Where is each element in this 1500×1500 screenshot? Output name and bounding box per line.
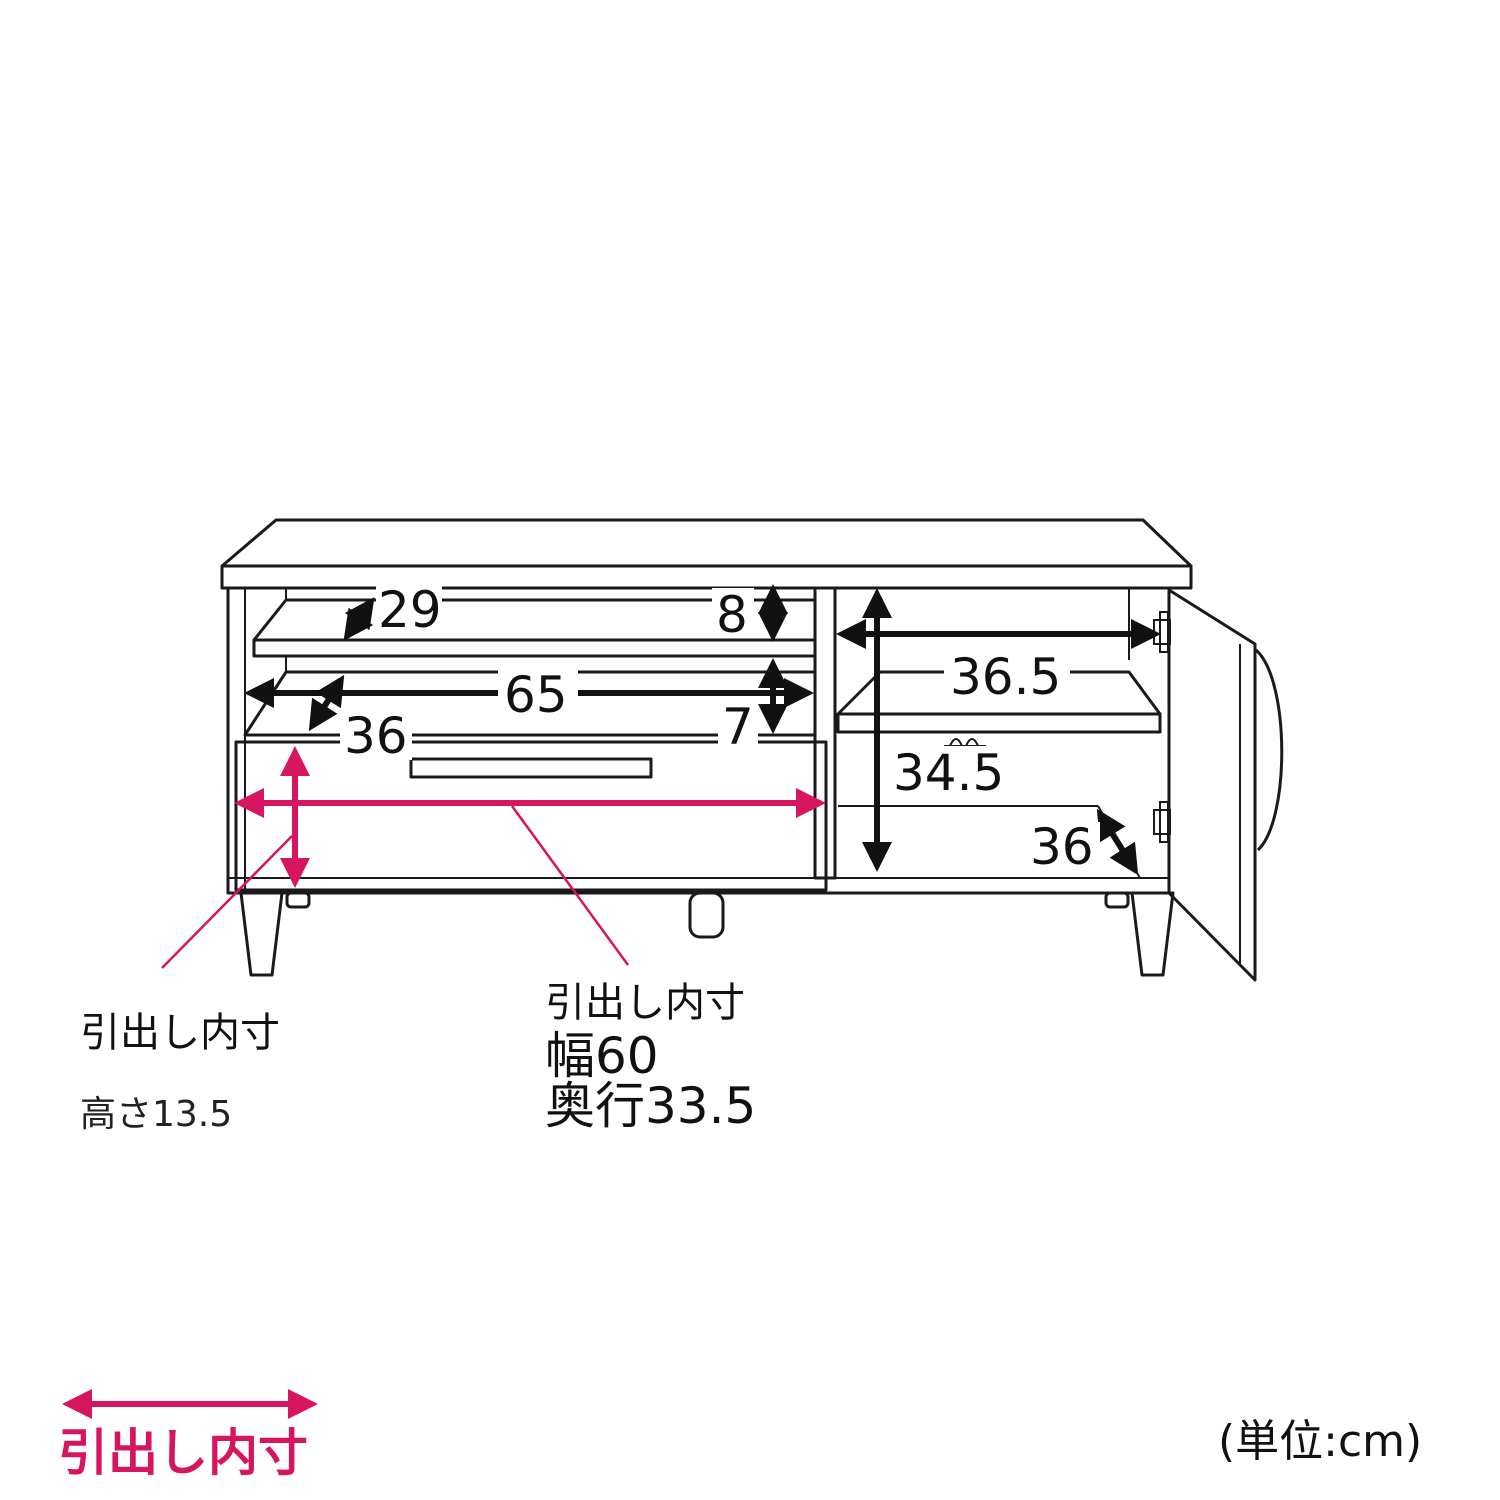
label-right-width: 36.5 (950, 648, 1061, 706)
legend-label: 引出し内寸 (58, 1424, 308, 1482)
label-upper-height: 8 (716, 586, 748, 644)
drawer-note-left: 引出し内寸 高さ13.5 (80, 1010, 280, 1135)
leg-left (239, 891, 284, 977)
leader-line-center (510, 805, 630, 966)
arrow-right-depth (1096, 808, 1139, 876)
arrow-lower-depth (308, 674, 345, 732)
drawer-note-center-width: 幅60 (545, 1027, 659, 1085)
label-lower-height: 7 (722, 698, 754, 756)
leader-line-left (161, 835, 293, 969)
label-right-height: 34.5 (893, 744, 1004, 802)
door-swing-edge (1254, 648, 1284, 852)
leg-center (688, 891, 725, 939)
leader-lines (161, 805, 630, 969)
label-shelf-depth: 29 (378, 581, 442, 639)
drawer-handle (409, 757, 653, 779)
drawer-front (234, 740, 828, 892)
drawer-note-center-title: 引出し内寸 (545, 980, 745, 1026)
drawer-note-center: 引出し内寸 幅60 奥行33.5 (545, 980, 756, 1135)
drawer-dimension-arrows (234, 746, 826, 888)
unit-label: (単位:cm) (1218, 1416, 1422, 1467)
label-width-65: 65 (504, 666, 568, 724)
legend: 引出し内寸 (58, 1389, 318, 1482)
label-right-depth: 36 (1030, 818, 1094, 876)
label-lower-depth: 36 (344, 707, 408, 765)
top-board-surface (220, 518, 1193, 568)
drawer-note-left-height: 高さ13.5 (80, 1094, 232, 1135)
top-board-front (220, 564, 1193, 590)
arrow-shelf-depth (343, 597, 375, 641)
open-door (1167, 588, 1257, 982)
drawer-note-center-depth: 奥行33.5 (545, 1077, 756, 1135)
leg-right (1130, 891, 1175, 977)
drawer-note-left-title: 引出し内寸 (80, 1010, 280, 1056)
